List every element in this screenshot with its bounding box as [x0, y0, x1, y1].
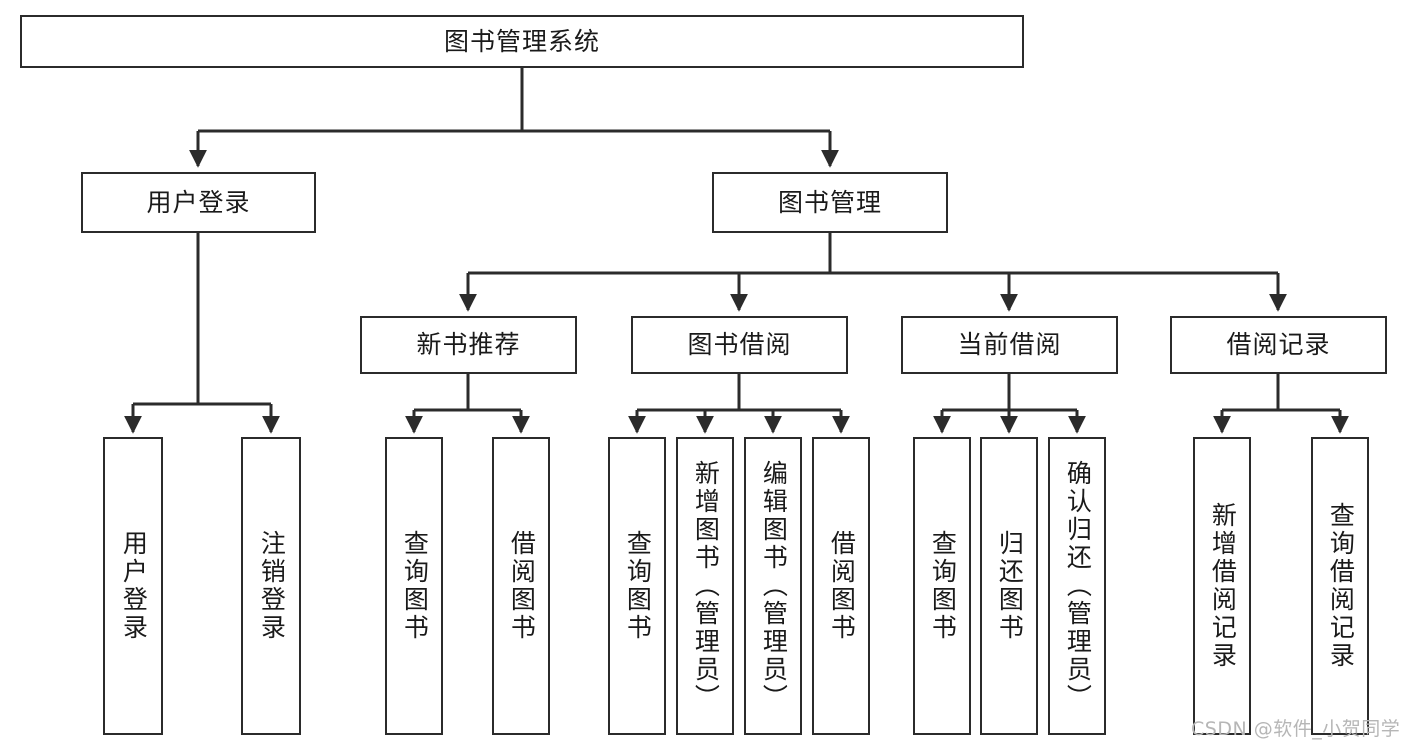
- node-label: 确认归还（管理员）: [1063, 460, 1093, 712]
- node-new-book-recommend[interactable]: 新书推荐: [360, 316, 577, 374]
- node-label: 新增借阅记录: [1208, 502, 1238, 670]
- node-root-book-management-system[interactable]: 图书管理系统: [20, 15, 1024, 68]
- leaf-add-book-admin[interactable]: 新增图书（管理员）: [676, 437, 734, 735]
- node-label: 新书推荐: [416, 330, 521, 359]
- node-borrow-record[interactable]: 借阅记录: [1170, 316, 1387, 374]
- node-book-borrow[interactable]: 图书借阅: [631, 316, 848, 374]
- leaf-return-book[interactable]: 归还图书: [980, 437, 1038, 735]
- leaf-query-book-recommend[interactable]: 查询图书: [385, 437, 443, 735]
- node-label: 用户登录: [146, 187, 251, 217]
- node-label: 新增图书（管理员）: [691, 460, 721, 712]
- node-label: 注销登录: [257, 530, 287, 642]
- leaf-query-book-current[interactable]: 查询图书: [913, 437, 971, 735]
- leaf-edit-book-admin[interactable]: 编辑图书（管理员）: [744, 437, 802, 735]
- leaf-borrow-book-recommend[interactable]: 借阅图书: [492, 437, 550, 735]
- node-current-borrow[interactable]: 当前借阅: [901, 316, 1118, 374]
- node-label: 当前借阅: [957, 330, 1062, 359]
- node-label: 查询图书: [928, 530, 958, 642]
- node-label: 借阅图书: [507, 530, 537, 642]
- node-label: 查询图书: [400, 530, 430, 642]
- node-label: 借阅图书: [827, 530, 857, 642]
- node-label: 查询借阅记录: [1326, 502, 1356, 670]
- node-user-login[interactable]: 用户登录: [81, 172, 316, 233]
- node-label: 图书管理: [777, 187, 882, 217]
- leaf-user-login[interactable]: 用户登录: [103, 437, 163, 735]
- leaf-add-borrow-record[interactable]: 新增借阅记录: [1193, 437, 1251, 735]
- leaf-logout[interactable]: 注销登录: [241, 437, 301, 735]
- node-label: 图书借阅: [687, 330, 792, 359]
- node-label: 查询图书: [623, 530, 653, 642]
- node-label: 归还图书: [995, 530, 1025, 642]
- node-label: 图书管理系统: [443, 26, 600, 56]
- node-label: 用户登录: [119, 530, 149, 642]
- leaf-query-book-borrow[interactable]: 查询图书: [608, 437, 666, 735]
- leaf-confirm-return-admin[interactable]: 确认归还（管理员）: [1048, 437, 1106, 735]
- leaf-query-borrow-record[interactable]: 查询借阅记录: [1311, 437, 1369, 735]
- node-label: 编辑图书（管理员）: [759, 460, 789, 712]
- node-label: 借阅记录: [1226, 330, 1331, 359]
- node-book-management[interactable]: 图书管理: [712, 172, 948, 233]
- leaf-borrow-book[interactable]: 借阅图书: [812, 437, 870, 735]
